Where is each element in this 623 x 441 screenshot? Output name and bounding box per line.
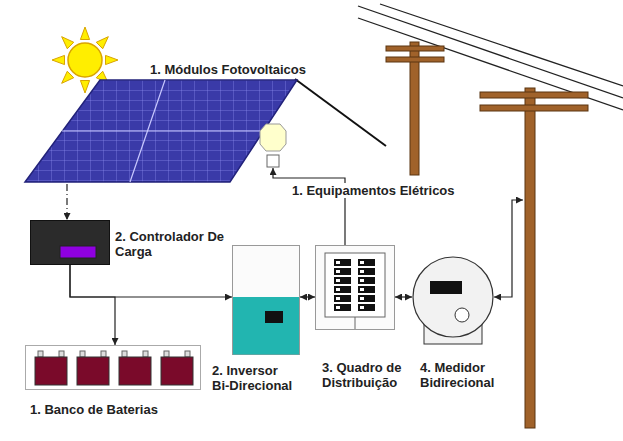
bidirectional-inverter-shape <box>232 245 300 355</box>
solar-panel: 1. Módulos Fotovoltaicos <box>25 80 297 182</box>
sun-ray <box>80 27 89 40</box>
distribution-board-shape <box>315 245 395 330</box>
connector <box>273 168 345 245</box>
charge-controller: 2. Controlador De Carga <box>30 220 110 265</box>
sun-ray <box>105 55 118 64</box>
solar-panel-shape <box>25 80 297 182</box>
component-label: 1. Equipamentos Elétricos <box>290 183 457 198</box>
connector <box>70 265 115 345</box>
sun-ray <box>52 55 65 64</box>
distribution-board: 3. Quadro de Distribuição <box>315 245 395 330</box>
component-label: 3. Quadro de Distribuição <box>322 360 422 390</box>
battery-bank: 1. Banco de Baterias <box>25 345 201 390</box>
component-label: 4. Medidor Bidirecional <box>420 360 520 390</box>
roof-line <box>295 79 386 146</box>
connector <box>70 265 232 297</box>
bidirectional-inverter: 2. Inversor Bi-Direcional <box>232 245 300 355</box>
sun-ray <box>80 80 89 93</box>
sun-ray <box>96 37 108 49</box>
sun-ray <box>62 37 74 49</box>
grid-connection <box>494 200 523 297</box>
connector <box>395 296 412 297</box>
bidirectional-meter: 4. Medidor Bidirecional <box>412 255 494 345</box>
power-wires <box>358 4 623 110</box>
component-label: 1. Banco de Baterias <box>30 402 230 417</box>
connector <box>66 184 67 220</box>
bidirectional-meter-shape <box>412 255 494 345</box>
battery-bank-shape <box>25 345 201 390</box>
sun <box>68 43 102 77</box>
charge-controller-shape <box>30 220 110 265</box>
component-label: 2. Inversor Bi-Direcional <box>212 363 296 393</box>
component-label: 2. Controlador De Carga <box>115 229 225 259</box>
connector <box>300 296 315 297</box>
utility-pole <box>386 42 444 175</box>
sun-ray <box>62 71 74 83</box>
lamp-shape <box>258 122 288 168</box>
lamp: 1. Equipamentos Elétricos <box>258 122 288 168</box>
component-label: 1. Módulos Fotovoltaicos <box>150 62 350 77</box>
utility-pole <box>480 88 588 428</box>
